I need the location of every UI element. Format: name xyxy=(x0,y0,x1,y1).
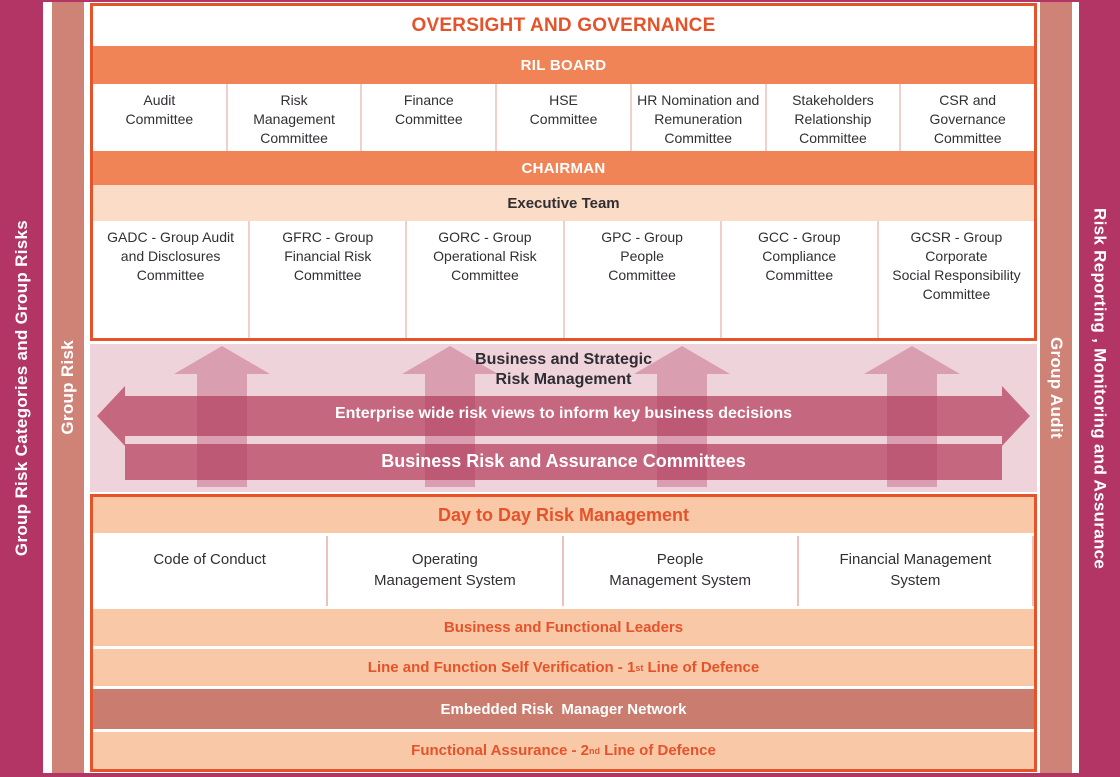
risk-reporting-label: Risk Reporting , Monitoring and Assuranc… xyxy=(1090,207,1110,570)
group-risk-categories-label: Group Risk Categories and Group Risks xyxy=(11,220,31,557)
committee-label: Stakeholders Relationship Committee xyxy=(792,92,874,146)
system-cell: Operating Management System xyxy=(328,536,564,606)
executive-committee-cell: GCC - Group Compliance Committee xyxy=(722,221,879,338)
executive-committee-cell: GFRC - Group Financial Risk Committee xyxy=(250,221,408,338)
committee-label: CSR and Governance Committee xyxy=(929,92,1006,146)
up-arrow-icon xyxy=(174,346,270,487)
executive-committee-cell: GORC - Group Operational Risk Committee xyxy=(407,221,565,338)
committee-label: HR Nomination and Remuneration Committee xyxy=(637,92,760,146)
risk-reporting-bar: Risk Reporting , Monitoring and Assuranc… xyxy=(1079,0,1120,777)
oversight-title-row: OVERSIGHT AND GOVERNANCE xyxy=(93,6,1034,46)
board-committee-cell: HSE Committee xyxy=(497,84,632,151)
board-committee-cell: CSR and Governance Committee xyxy=(901,84,1034,151)
system-label: People Management System xyxy=(609,551,751,589)
enterprise-risk-arrow-label: Enterprise wide risk views to inform key… xyxy=(334,405,793,422)
strategic-risk-section: Business and Strategic Risk Management E… xyxy=(90,344,1037,492)
ril-board-bar: RIL BOARD xyxy=(93,46,1034,84)
arrow-left-head-icon xyxy=(97,386,125,446)
top-border-strip xyxy=(0,0,1120,2)
executive-committee-cell: GPC - Group People Committee xyxy=(565,221,722,338)
board-committee-cell: Finance Committee xyxy=(362,84,498,151)
strategic-risk-title: Business and Strategic Risk Management xyxy=(475,351,652,388)
assurance-committees-bar xyxy=(125,444,1002,480)
executive-committee-cell: GCSR - Group Corporate Social Responsibi… xyxy=(879,221,1034,338)
oversight-title: OVERSIGHT AND GOVERNANCE xyxy=(411,15,716,36)
management-systems-row: Code of Conduct Operating Management Sys… xyxy=(93,536,1034,606)
group-risk-bar: Group Risk xyxy=(52,2,84,773)
ril-board-label: RIL BOARD xyxy=(520,56,607,74)
row-label: Line and Function Self Verification - 1 xyxy=(367,659,636,676)
row-label: Embedded Risk Manager Network xyxy=(440,700,687,718)
embedded-risk-manager-row: Embedded Risk Manager Network xyxy=(93,689,1034,729)
arrow-right-head-icon xyxy=(1002,386,1030,446)
executive-team-label: Executive Team xyxy=(507,194,620,212)
executive-committee-cell: GADC - Group Audit and Disclosures Commi… xyxy=(93,221,251,338)
bottom-border-strip xyxy=(0,773,1120,777)
committee-label: GFRC - Group Financial Risk Committee xyxy=(282,229,374,283)
system-cell: People Management System xyxy=(564,536,799,606)
committee-label: GPC - Group People Committee xyxy=(601,229,683,283)
chairman-label: CHAIRMAN xyxy=(521,159,606,177)
board-committee-cell: HR Nomination and Remuneration Committee xyxy=(632,84,767,151)
board-committee-cell: Audit Committee xyxy=(93,84,228,151)
up-arrow-icon xyxy=(634,346,730,487)
committee-label: GCC - Group Compliance Committee xyxy=(758,229,841,283)
business-functional-leaders-row: Business and Functional Leaders xyxy=(93,609,1034,646)
day-to-day-title-row: Day to Day Risk Management xyxy=(93,497,1034,533)
board-committees-row: Audit Committee Risk Management Committe… xyxy=(93,84,1034,151)
committee-label: GORC - Group Operational Risk Committee xyxy=(433,229,537,283)
executive-team-bar: Executive Team xyxy=(93,185,1034,221)
executive-committees-row: GADC - Group Audit and Disclosures Commi… xyxy=(93,221,1034,338)
group-audit-bar: Group Audit xyxy=(1040,2,1072,773)
row-label: Business and Functional Leaders xyxy=(443,619,684,636)
group-risk-categories-bar: Group Risk Categories and Group Risks xyxy=(0,0,43,777)
committee-label: Risk Management Committee xyxy=(253,92,335,146)
board-committee-cell: Stakeholders Relationship Committee xyxy=(767,84,902,151)
committee-label: GADC - Group Audit and Disclosures Commi… xyxy=(107,229,234,283)
group-audit-label: Group Audit xyxy=(1047,336,1066,439)
row-label: Functional Assurance - 2 xyxy=(411,742,589,759)
committee-label: Finance Committee xyxy=(394,92,463,127)
day-to-day-title: Day to Day Risk Management xyxy=(437,504,690,525)
chairman-bar: CHAIRMAN xyxy=(93,151,1034,185)
committee-label: Audit Committee xyxy=(125,92,194,127)
committee-label: GCSR - Group Corporate Social Responsibi… xyxy=(892,229,1021,302)
system-cell: Code of Conduct xyxy=(93,536,329,606)
system-label: Operating Management System xyxy=(374,551,516,589)
committee-label: HSE Committee xyxy=(529,92,598,127)
board-committee-cell: Risk Management Committee xyxy=(228,84,363,151)
day-to-day-section: Day to Day Risk Management Code of Condu… xyxy=(90,494,1037,772)
assurance-committees-label: Business Risk and Assurance Committees xyxy=(381,451,746,471)
system-cell: Financial Management System xyxy=(799,536,1034,606)
up-arrow-icon xyxy=(402,346,498,487)
system-label: Financial Management System xyxy=(839,551,992,589)
up-arrow-icon xyxy=(864,346,960,487)
enterprise-risk-arrow-body xyxy=(125,396,1002,436)
group-risk-label: Group Risk xyxy=(58,340,77,435)
system-label: Code of Conduct xyxy=(153,551,266,568)
oversight-governance-section: OVERSIGHT AND GOVERNANCE RIL BOARD Audit… xyxy=(90,3,1037,341)
